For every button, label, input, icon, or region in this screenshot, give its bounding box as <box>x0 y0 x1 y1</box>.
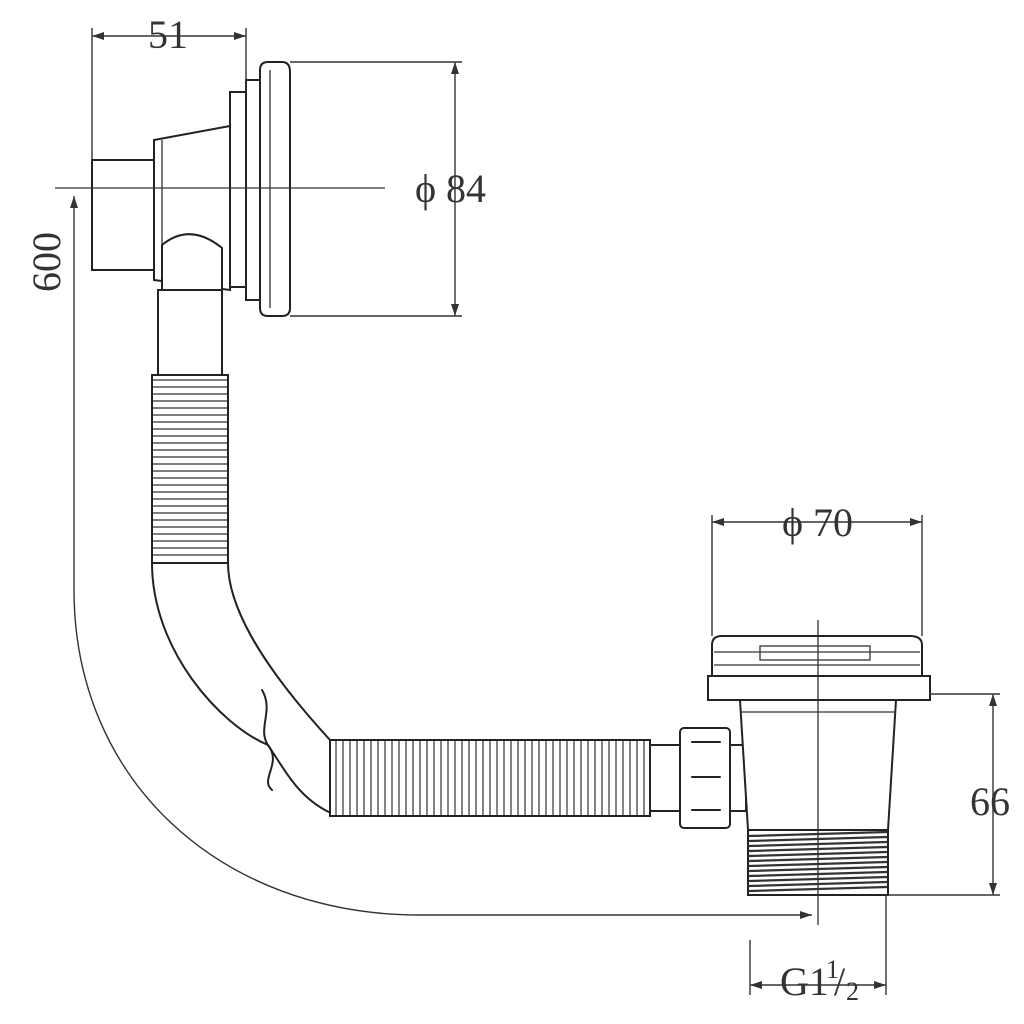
dim-waste-diameter-label: ϕ 70 <box>782 500 853 545</box>
dim-thread-denominator: 2 <box>846 977 859 1006</box>
dim-thread: G1 1 / 2 <box>749 895 887 1006</box>
hose-bend <box>151 562 336 816</box>
vertical-hose <box>151 289 229 564</box>
overflow-head <box>91 61 291 317</box>
dim-waste-height-label: 66 <box>970 779 1010 824</box>
vertical-hose-corrugated <box>151 374 229 564</box>
vertical-hose-sleeve <box>157 289 223 376</box>
overflow-rear-stub <box>91 159 155 271</box>
dim-top-width: 51 <box>91 12 247 160</box>
dim-total-length: 600 <box>24 196 812 919</box>
dim-total-length-label: 600 <box>24 232 69 292</box>
horizontal-hose <box>329 727 747 829</box>
dim-overflow-diameter-label: ϕ 84 <box>415 166 486 211</box>
dim-thread-slash: / <box>834 959 846 1004</box>
dim-thread-numerator: 1 <box>826 955 839 984</box>
dim-thread-main: G1 <box>780 959 829 1004</box>
overflow-ring <box>229 91 247 288</box>
horizontal-hose-ribs <box>335 741 645 815</box>
overflow-faceplate <box>259 61 291 317</box>
overflow-elbow <box>161 233 223 291</box>
dim-waste-diameter: ϕ 70 <box>711 500 923 636</box>
dim-overflow-diameter: ϕ 84 <box>290 61 486 317</box>
vertical-hose-ribs <box>153 379 227 556</box>
waste-plug-slot <box>759 645 871 661</box>
hose-connector <box>649 744 681 812</box>
dim-top-width-label: 51 <box>148 12 188 57</box>
waste-flange <box>707 675 931 701</box>
overflow-ring-outer <box>245 79 261 301</box>
dim-waste-height: 66 <box>888 693 1010 896</box>
waste-cap <box>711 635 923 677</box>
